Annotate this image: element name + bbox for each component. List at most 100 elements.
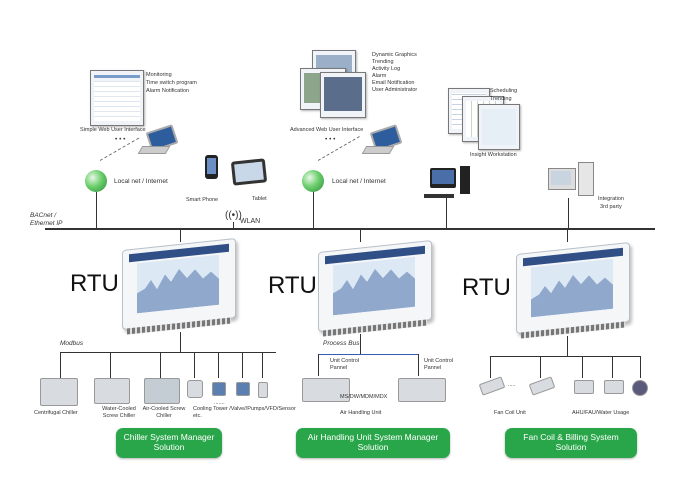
rtu-device-mid	[318, 240, 432, 337]
advanced-web-feature-5: User Administrator	[372, 87, 418, 93]
chiller-bus-line	[60, 352, 276, 353]
chiller-more-dots: .......	[214, 400, 225, 406]
integration-label: Integration	[598, 196, 624, 202]
globe-icon-mid	[302, 170, 324, 192]
ahu-unit-right-icon	[398, 378, 446, 402]
bacnet-main-bus	[45, 228, 655, 230]
fancoil-dots: .....	[508, 382, 516, 388]
smart-phone-label: Smart Phone	[186, 197, 219, 203]
bacnet-label: BACnet / Ethernet IP	[30, 212, 63, 227]
tablet-label: Tablet	[252, 196, 267, 202]
rtu-left-drop	[180, 230, 181, 242]
insight-feature-0: Scheduling	[490, 88, 518, 94]
rtu-label-right: RTU	[462, 274, 511, 301]
device-air-handling-unit: Air Handling Unit	[340, 410, 382, 416]
modbus-label: Modbus	[60, 340, 84, 347]
device-cooling-tower: Cooling Tower /Valve//Pumps/VFD/Sensor e…	[193, 406, 296, 419]
ahu-device-types: MS/DW/MDM/MDX	[340, 394, 388, 400]
advanced-web-feature-3: Alarm	[372, 73, 387, 79]
integration-tower-icon	[578, 162, 594, 196]
centrifugal-chiller-icon	[40, 378, 78, 406]
device-air-cooled-chiller: Air-Cooled Screw Chiller	[142, 406, 186, 419]
ahu-drop-left	[318, 354, 319, 376]
mid-globe-link	[313, 192, 314, 228]
rtu-device-left	[122, 238, 236, 335]
unit-control-right: Unit Control Pannel	[424, 358, 454, 371]
third-party-label: 3rd party	[600, 204, 622, 210]
insight-link	[446, 198, 447, 228]
smart-phone-icon	[205, 155, 218, 179]
fancoil-solution-pill[interactable]: Fan Coil & Billing System Solution	[505, 428, 637, 458]
integration-monitor-icon	[548, 168, 576, 190]
chiller-drop-2	[110, 352, 111, 378]
ahu-fau-icon-1	[574, 380, 594, 394]
advanced-web-feature-4: Email Notification	[372, 80, 415, 86]
water-meter-icon	[632, 380, 648, 396]
device-ahu-fau-water: AHU/FAU/Water Usage	[572, 410, 630, 416]
device-centrifugal-chiller: Centrifugal Chiller	[34, 410, 78, 416]
rtu-label-left: RTU	[70, 270, 119, 297]
pump-icon	[236, 382, 250, 396]
air-cooled-chiller-icon	[144, 378, 180, 404]
sensor-icon	[258, 382, 268, 398]
workstation-monitor-icon	[430, 168, 456, 188]
chiller-solution-line2: Solution	[153, 442, 185, 452]
ahu-drop-right	[418, 354, 419, 376]
globe-icon-left	[85, 170, 107, 192]
ahu-rtu-link	[360, 334, 361, 354]
rtu-label-mid: RTU	[268, 272, 317, 299]
advanced-web-feature-2: Activity Log	[372, 66, 401, 72]
ahu-solution-line1: Air Handling Unit System Manager	[307, 432, 439, 442]
fancoil-drop-2	[540, 356, 541, 378]
fancoil-bus-line	[490, 356, 640, 357]
chiller-rtu-link	[180, 332, 181, 352]
ahu-unit-left-icon	[302, 378, 350, 402]
insight-title: Insight Workstation	[470, 152, 517, 158]
simple-web-feature-0: Monitoring	[146, 72, 172, 78]
chiller-drop-5	[218, 352, 219, 378]
fancoil-solution-line2: Solution	[555, 442, 587, 452]
rtu-device-right	[516, 242, 630, 339]
advanced-web-ui-screenshot-3	[320, 72, 366, 118]
water-cooled-chiller-icon	[94, 378, 130, 404]
simple-web-feature-1: Time switch program	[146, 80, 197, 86]
rtu-mid-drop	[360, 230, 361, 242]
advanced-web-title: Advanced Web User Interface	[290, 127, 364, 133]
dots-left: • • •	[115, 136, 126, 143]
left-globe-link	[96, 192, 97, 228]
insight-screenshot-3	[478, 104, 520, 150]
chiller-solution-pill[interactable]: Chiller System Manager Solution	[116, 428, 222, 458]
wifi-icon: ((•))	[225, 210, 242, 221]
fancoil-drop-4	[612, 356, 613, 378]
fancoil-rtu-link	[567, 336, 568, 356]
cooling-tower-icon	[187, 380, 203, 398]
ahu-solution-line2: Solution	[357, 442, 389, 452]
wlan-link	[233, 222, 234, 228]
fancoil-drop-5	[640, 356, 641, 378]
unit-control-left: Unit Control Pannel	[330, 358, 360, 371]
chiller-drop-7	[262, 352, 263, 378]
device-fan-coil-unit: Fan Coil Unit	[494, 410, 526, 416]
ahu-solution-pill[interactable]: Air Handling Unit System Manager Solutio…	[296, 428, 450, 458]
advanced-web-feature-0: Dynamic Graphics	[372, 52, 417, 58]
chiller-solution-line1: Chiller System Manager	[123, 432, 215, 442]
rtu-right-drop	[567, 230, 568, 242]
simple-web-feature-2: Alarm Notification	[146, 88, 190, 94]
process-bus-label: Process Bus	[323, 340, 360, 347]
chiller-drop-1	[60, 352, 61, 378]
fan-coil-icon-1	[478, 376, 506, 396]
integration-link	[568, 198, 569, 228]
device-water-cooled-chiller: Water-Cooled Screw Chiller	[102, 406, 136, 419]
valve-icon	[212, 382, 226, 396]
fancoil-drop-3	[582, 356, 583, 378]
tablet-icon	[230, 158, 268, 186]
chiller-drop-6	[242, 352, 243, 378]
wlan-label: WLAN	[240, 218, 261, 225]
chiller-drop-3	[160, 352, 161, 378]
advanced-web-feature-1: Trending	[372, 59, 394, 65]
laptop-base-mid	[361, 146, 395, 154]
fan-coil-icon-2	[528, 376, 556, 396]
fancoil-drop-1	[490, 356, 491, 378]
local-net-left-label: Local net / Internet	[114, 178, 168, 185]
insight-feature-1: Trending	[490, 96, 512, 102]
